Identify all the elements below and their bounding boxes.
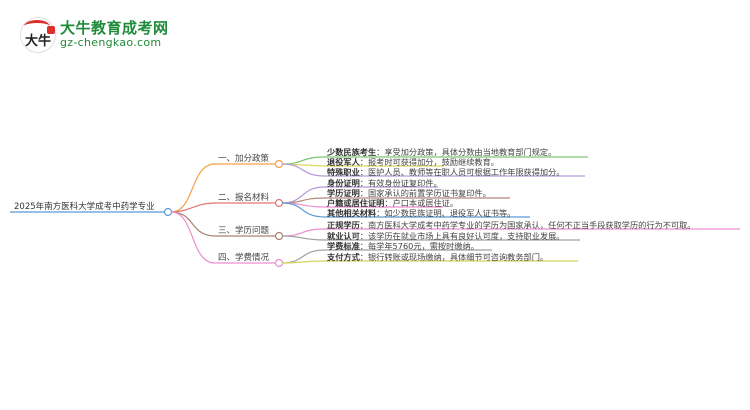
leaf-other-materials[interactable]: 其他相关材料：如少数民族证明、退役军人证书等。: [327, 208, 516, 218]
branch-topic-tuition[interactable]: 四、学费情况: [218, 253, 270, 263]
leaf-employment-recognition[interactable]: 就业认可：该学历在就业市场上具有良好认可度，支持职业发展。: [327, 231, 565, 241]
logo-badge-icon: 大牛: [20, 17, 56, 53]
root-topic[interactable]: 2025年南方医科大学成考中药学专业: [14, 202, 155, 212]
leaf-tuition-standard[interactable]: 学费标准：每学年5760元，需按时缴纳。: [327, 241, 479, 251]
leaf-residence-proof[interactable]: 户籍或居住证明：户口本或居住证。: [327, 198, 459, 208]
branch-topic-degree-issues[interactable]: 三、学历问题: [218, 226, 270, 236]
branch-node-icon: [274, 231, 284, 241]
logo-glyph: 大牛: [25, 34, 52, 49]
logo-url: gz-chengkao.com: [60, 36, 162, 49]
branch-topic-bonus-policy[interactable]: 一、加分政策: [218, 154, 270, 164]
leaf-education-proof[interactable]: 学历证明：国家承认的前置学历证书复印件。: [327, 188, 491, 198]
logo-title: 大牛教育成考网: [60, 19, 169, 37]
leaf-payment-method[interactable]: 支付方式：银行转账或现场缴纳，具体细节可咨询教务部门。: [327, 252, 549, 262]
branch-node-icon: [274, 159, 284, 169]
logo-arc: [24, 20, 50, 33]
leaf-veterans[interactable]: 退役军人：报考时可获得加分，鼓励继续教育。: [327, 157, 499, 167]
leaf-formal-degree[interactable]: 正规学历：南方医科大学成考中药学专业的学历为国家承认，任何不正当手段获取学历的行…: [327, 220, 696, 230]
root-node-icon: [163, 207, 173, 217]
site-logo[interactable]: 大牛 大牛教育成考网 gz-chengkao.com: [20, 15, 190, 55]
branch-node-icon: [274, 258, 284, 268]
leaf-special-occupations[interactable]: 特殊职业：医护人员、教师等在职人员可根据工作年限获得加分。: [327, 167, 565, 177]
branch-topic-registration-materials[interactable]: 二、报名材料: [218, 193, 270, 203]
leaf-id-proof[interactable]: 身份证明：有效身份证复印件。: [327, 178, 442, 188]
logo-seal: [47, 26, 55, 34]
branch-node-icon: [274, 198, 284, 208]
leaf-minority-candidates[interactable]: 少数民族考生：享受加分政策，具体分数由当地教育部门规定。: [327, 147, 557, 157]
